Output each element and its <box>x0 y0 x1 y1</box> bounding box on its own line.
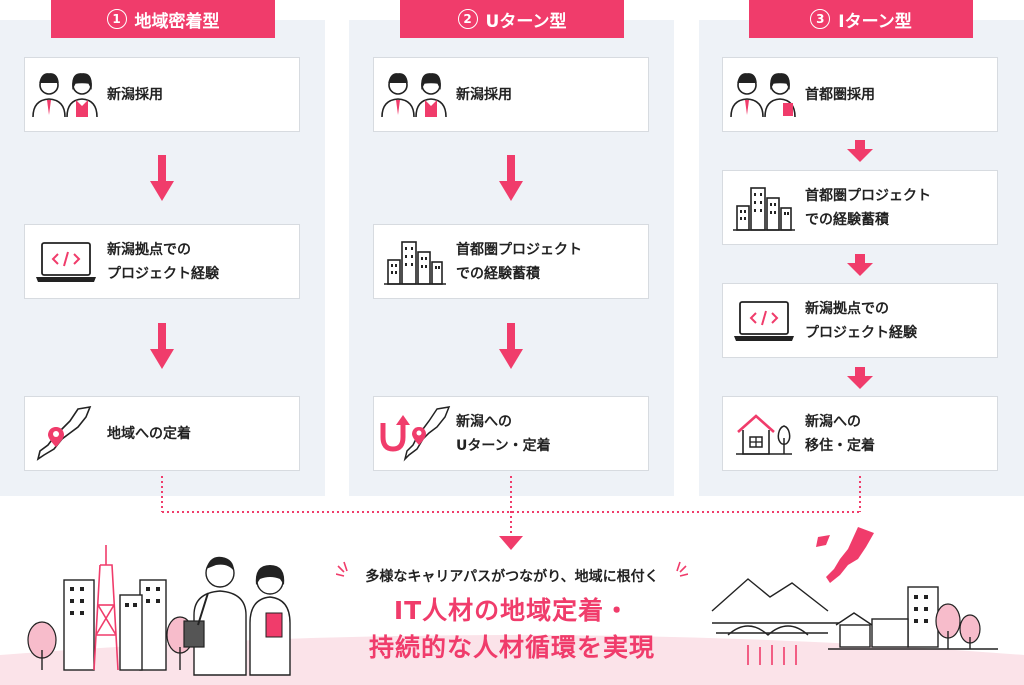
city-people-illustration <box>27 545 291 676</box>
step-text: 新潟への <box>456 413 512 430</box>
u-turn-map-icon <box>374 405 456 463</box>
column-number-3: 3 <box>810 9 831 29</box>
step-card: 新潟拠点での プロジェクト経験 <box>24 224 300 299</box>
step-text: 新潟拠点での <box>805 300 889 317</box>
headline-line-1: IT人材の地域定着・ <box>393 596 631 625</box>
step-text: 移住・定着 <box>805 437 875 454</box>
step-text: での経験蓄積 <box>456 265 540 282</box>
step-text: プロジェクト経験 <box>107 265 219 282</box>
step-text: Uターン・定着 <box>456 437 551 454</box>
step-text: 新潟採用 <box>107 86 163 103</box>
down-arrow-icon <box>847 367 873 389</box>
house-icon <box>723 408 805 460</box>
laptop-code-icon <box>723 298 805 344</box>
down-arrow-icon <box>150 155 174 201</box>
column-title-3: Iターン型 <box>838 11 912 32</box>
down-arrow-icon <box>150 323 174 369</box>
step-text: 首都圏プロジェクト <box>456 241 582 258</box>
down-arrow-icon <box>499 155 523 201</box>
buildings-icon <box>723 182 805 234</box>
step-card: 新潟への Uターン・定着 <box>373 396 649 471</box>
column-header-3: 3 Iターン型 <box>749 0 973 38</box>
column-header-1: 1 地域密着型 <box>51 0 275 38</box>
buildings-icon <box>374 236 456 288</box>
step-card: 新潟への 移住・定着 <box>722 396 998 471</box>
step-text: 新潟への <box>805 413 861 430</box>
down-arrow-icon <box>499 323 523 369</box>
step-card: 首都圏プロジェクト での経験蓄積 <box>722 170 998 245</box>
people-icon <box>723 69 805 121</box>
step-text: 新潟採用 <box>456 86 512 103</box>
step-card: 新潟採用 <box>373 57 649 132</box>
step-card: 首都圏プロジェクト での経験蓄積 <box>373 224 649 299</box>
step-text: プロジェクト経験 <box>805 324 917 341</box>
map-pin-icon <box>25 405 107 463</box>
people-icon <box>374 69 456 121</box>
down-arrow-icon <box>847 254 873 276</box>
step-card: 首都圏採用 <box>722 57 998 132</box>
headline-line-2: 持続的な人材循環を実現 <box>368 633 655 662</box>
step-card: 地域への定着 <box>24 396 300 471</box>
step-text: 首都圏採用 <box>805 86 875 103</box>
step-text: 地域への定着 <box>107 425 191 442</box>
niigata-landscape-illustration <box>711 527 998 665</box>
step-text: 首都圏プロジェクト <box>805 187 931 204</box>
conclusion-tagline: 多様なキャリアパスがつながり、地域に根付く <box>365 569 659 585</box>
column-number-1: 1 <box>106 9 127 29</box>
down-arrow-icon <box>847 140 873 162</box>
laptop-code-icon <box>25 239 107 285</box>
emphasis-marks <box>336 561 688 577</box>
column-header-2: 2 Uターン型 <box>400 0 624 38</box>
column-number-2: 2 <box>457 9 478 29</box>
step-card: 新潟拠点での プロジェクト経験 <box>722 283 998 358</box>
column-title-2: Uターン型 <box>485 11 567 32</box>
step-card: 新潟採用 <box>24 57 300 132</box>
connector-lines <box>161 476 861 550</box>
step-text: 新潟拠点での <box>107 241 191 258</box>
column-title-1: 地域密着型 <box>134 11 220 32</box>
conclusion-headline: IT人材の地域定着・ 持続的な人材循環を実現 <box>316 592 708 666</box>
people-icon <box>25 69 107 121</box>
step-text: での経験蓄積 <box>805 211 889 228</box>
